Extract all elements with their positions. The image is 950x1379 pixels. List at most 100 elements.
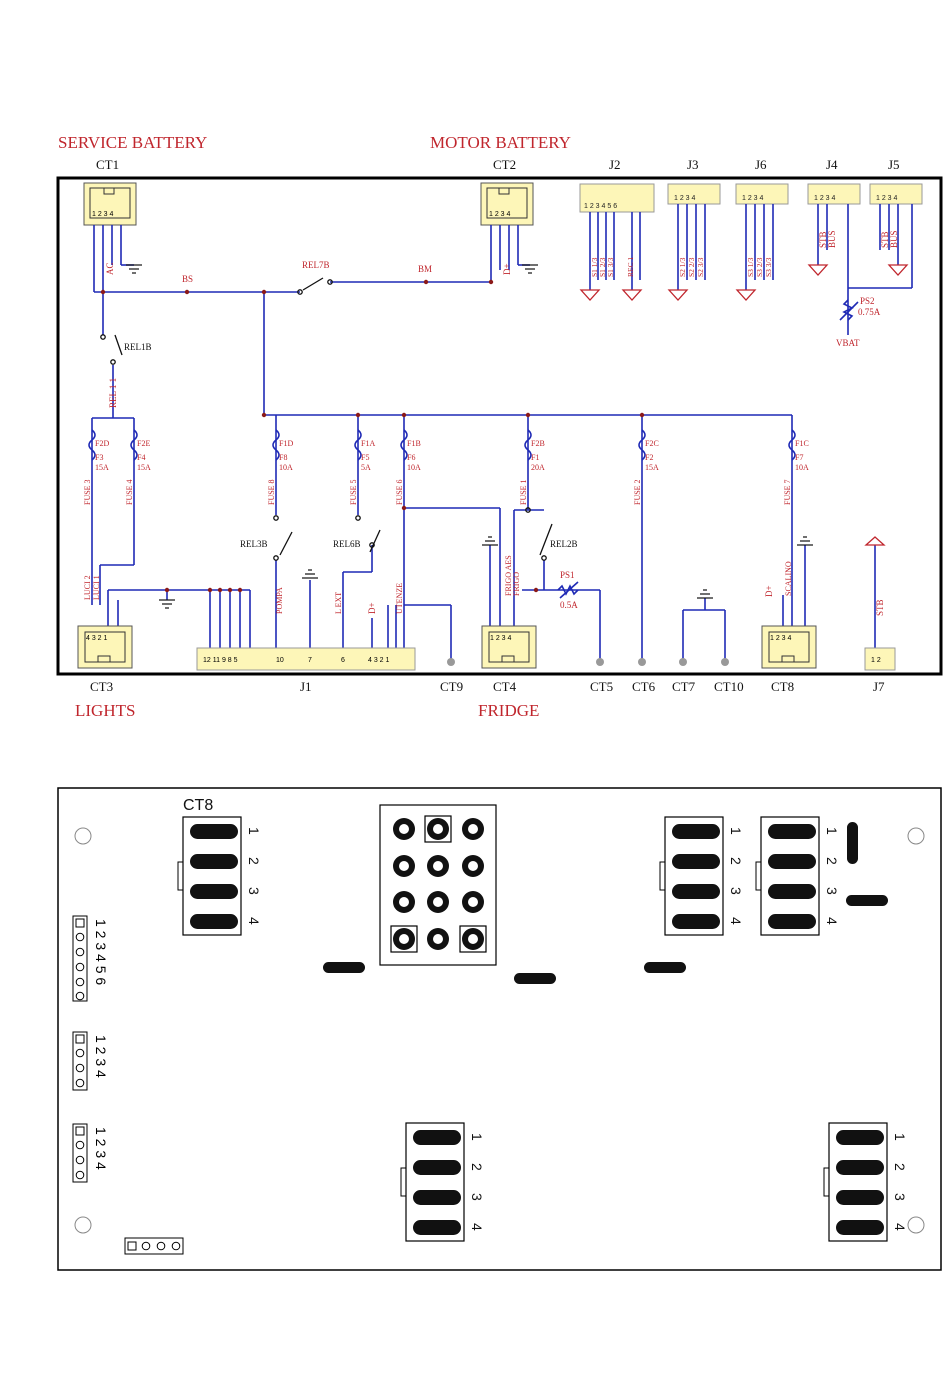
- svg-text:1 2 3 4: 1 2 3 4: [770, 635, 792, 642]
- svg-text:1 2 3 4: 1 2 3 4: [814, 195, 836, 202]
- fuse-name-label: FUSE 4: [125, 479, 134, 505]
- footprint-pin-number: 2: [892, 1163, 908, 1171]
- j-wire-label: S2 1/3: [678, 257, 687, 277]
- ct10-title: CT10: [714, 679, 744, 694]
- header6-numbers: 1 2 3 4 5 6: [93, 919, 109, 985]
- footprint-pin-number: 1: [246, 827, 262, 835]
- footprint-pad: [836, 1190, 884, 1205]
- fuse-name-label: FUSE 7: [783, 479, 792, 505]
- rel3b-label: REL3B: [240, 539, 268, 549]
- footprint-pad: [413, 1190, 461, 1205]
- footprint-pad: [836, 1130, 884, 1145]
- ct6-title: CT6: [632, 679, 656, 694]
- board-ct8-label: CT8: [183, 797, 213, 814]
- footprint-pad: [672, 854, 720, 869]
- footprint-pin-number: 4: [892, 1223, 908, 1231]
- ps2-rating: 0.75A: [858, 307, 881, 317]
- rel6b-label: REL6B: [333, 539, 361, 549]
- j2-connector: [579, 183, 655, 213]
- fuse-name-label: FUSE 1: [519, 479, 528, 505]
- header4a-numbers: 1 2 3 4: [93, 1035, 109, 1078]
- footprint-pin-number: 3: [246, 887, 262, 895]
- fuse-name-label: FUSE 2: [633, 479, 642, 505]
- svg-text:6: 6: [341, 657, 345, 664]
- fuse-rating-label: 5A: [361, 463, 371, 472]
- footprint-pin-number: 1: [824, 827, 840, 835]
- ground-symbols: [579, 264, 909, 546]
- footprint-pin-number: 2: [728, 857, 744, 865]
- footprint-pin-number: 1: [469, 1133, 485, 1141]
- wiring-schematic: SERVICE BATTERY MOTOR BATTERY LIGHTS FRI…: [56, 133, 943, 720]
- j7-title: J7: [873, 679, 885, 694]
- fuse-id-label: F1B: [407, 439, 421, 448]
- svg-text:4 3 2 1: 4 3 2 1: [86, 635, 108, 642]
- fuse-id-label: F1A: [361, 439, 375, 448]
- ps2-label: PS2: [860, 296, 875, 306]
- j-wire-label: S2 3/3: [696, 257, 705, 277]
- footprint-pin-number: 4: [246, 917, 262, 925]
- ps1-label: PS1: [560, 570, 575, 580]
- fuse-rating-label: 15A: [137, 463, 151, 472]
- j-wire-label: S1 2/3: [598, 257, 607, 277]
- footprint-pin-number: 2: [824, 857, 840, 865]
- rel7b-label: REL7B: [302, 260, 330, 270]
- footprint-pad: [672, 884, 720, 899]
- footprint-pad: [768, 914, 816, 929]
- center-pin: [462, 818, 484, 840]
- rel2b-label: REL2B: [550, 539, 578, 549]
- svg-text:1 2 3 4: 1 2 3 4: [742, 195, 764, 202]
- utenze-label: UTENZE: [395, 583, 404, 614]
- pcb-outline: [57, 787, 942, 1271]
- ct3-connector: 4 3 2 1: [77, 625, 133, 669]
- heading-lights: LIGHTS: [75, 701, 135, 720]
- fuse-ref-label: F4: [137, 453, 145, 462]
- footprint-pin-number: 4: [824, 917, 840, 925]
- center-pin: [390, 925, 418, 953]
- j-wire-label: S3 1/3: [746, 257, 755, 277]
- footprint-pad: [413, 1130, 461, 1145]
- svg-text:1 2 3 4 5 6: 1 2 3 4 5 6: [584, 203, 617, 210]
- j7-connector: 1 2: [864, 647, 896, 671]
- j1-title: J1: [300, 679, 312, 694]
- fuse-rating-label: 10A: [279, 463, 293, 472]
- center-pin: [427, 855, 449, 877]
- heading-motor-battery: MOTOR BATTERY: [430, 133, 571, 152]
- fuse-ref-label: F2: [645, 453, 653, 462]
- heading-fridge: FRIDGE: [478, 701, 539, 720]
- heading-service-battery: SERVICE BATTERY: [58, 133, 207, 152]
- footprint-pad: [836, 1220, 884, 1235]
- fuse-name-label: FUSE 5: [349, 479, 358, 505]
- ct9-title: CT9: [440, 679, 463, 694]
- ptc-symbols: [557, 299, 859, 599]
- fuse-rating-label: 15A: [645, 463, 659, 472]
- j5-title: J5: [888, 157, 900, 172]
- ct5-title: CT5: [590, 679, 613, 694]
- fuse-id-label: F2E: [137, 439, 150, 448]
- center-pin: [462, 891, 484, 913]
- luci1-label: LUCI 1: [92, 575, 101, 600]
- center-pin: [462, 855, 484, 877]
- fuse-ref-label: F7: [795, 453, 803, 462]
- j-wire-label: REC 1: [626, 257, 635, 277]
- j4-connector: [807, 183, 861, 205]
- header4b-numbers: 1 2 3 4: [93, 1127, 109, 1170]
- rel-1-1-label: REL 1 1: [108, 378, 118, 408]
- j1-d-plus-label: D+: [367, 602, 377, 614]
- footprint-pad: [190, 854, 238, 869]
- fuse-name-label: FUSE 6: [395, 479, 404, 505]
- footprint-pad: [768, 854, 816, 869]
- svg-text:1 2: 1 2: [871, 657, 881, 664]
- fuse-id-label: F2D: [95, 439, 109, 448]
- fuse-ref-label: F8: [279, 453, 287, 462]
- center-12pin-connector: [379, 804, 497, 966]
- net-bs-label: BS: [182, 274, 193, 284]
- svg-text:12 11 9 8 5: 12 11 9 8 5: [203, 657, 238, 664]
- earth-symbols: [126, 264, 813, 609]
